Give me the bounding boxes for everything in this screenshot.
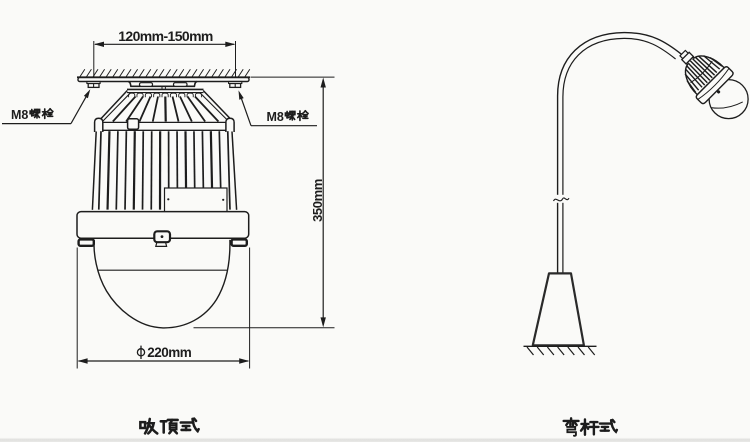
svg-text:120mm-150mm: 120mm-150mm	[118, 28, 213, 44]
svg-text:M8: M8	[267, 110, 284, 124]
svg-text:350mm: 350mm	[310, 179, 325, 222]
svg-text:220mm: 220mm	[147, 345, 192, 360]
svg-text:M8: M8	[11, 108, 28, 122]
